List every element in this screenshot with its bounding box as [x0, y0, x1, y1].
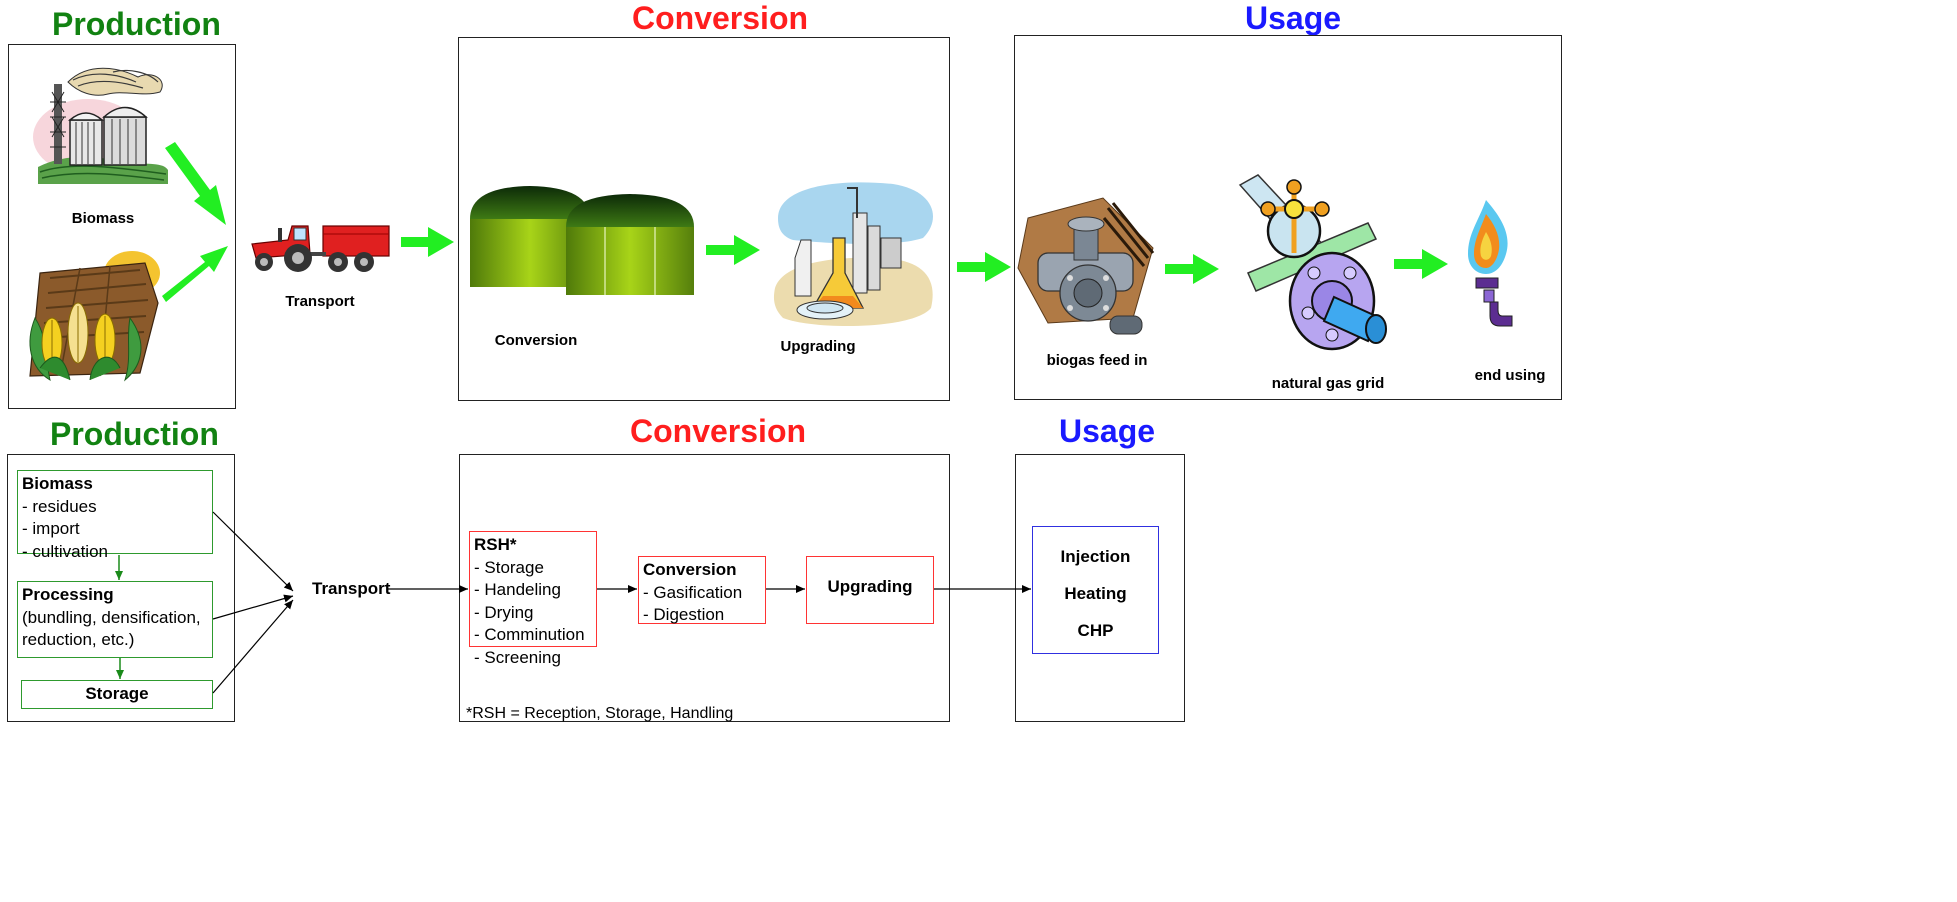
usage-box: Injection Heating CHP: [1032, 526, 1159, 654]
caption-upgrading: Upgrading: [780, 338, 856, 355]
rsh-line: - Screening: [474, 647, 561, 667]
usage-injection: Injection: [1060, 547, 1131, 566]
biomass-line: - residues: [22, 496, 97, 516]
gas-flame-icon: [1468, 200, 1513, 327]
pipeline-valve-icon: [1238, 174, 1387, 351]
caption-end-using: end using: [1474, 367, 1546, 384]
flow-arrow: [212, 599, 294, 694]
valve-icon: [1017, 197, 1155, 335]
biomass-box: Biomass - residues - import - cultivatio…: [17, 470, 213, 561]
caption-transport: Transport: [285, 293, 355, 310]
biomass-line: - import: [22, 519, 80, 538]
usage-heating: Heating: [1064, 584, 1127, 603]
flow-arrow: [212, 511, 294, 592]
transport-label: Transport: [312, 579, 391, 598]
rsh-line: - Drying: [474, 602, 534, 622]
top-usage-title: Usage: [1245, 0, 1342, 36]
bottom-usage-title: Usage: [1059, 413, 1156, 449]
flow-arrow: [401, 227, 454, 257]
flow-arrow: [1394, 249, 1448, 279]
caption-natural-gas-grid: natural gas grid: [1271, 375, 1385, 392]
flow-arrow: [165, 142, 226, 225]
rsh-box-heading: RSH*: [474, 535, 517, 554]
conversion-line: - Digestion: [643, 605, 725, 624]
storage-box: Storage: [21, 680, 213, 709]
processing-line: reduction, etc.): [22, 630, 135, 649]
rsh-line: - Comminution: [474, 625, 585, 644]
processing-box: Processing (bundling, densification, red…: [17, 581, 213, 658]
top-conversion-title: Conversion: [632, 0, 809, 36]
rsh-line: - Storage: [474, 557, 544, 577]
digester-tanks-icon: [470, 186, 694, 295]
conversion-line: - Gasification: [643, 582, 743, 602]
flow-arrow: [957, 252, 1011, 282]
conversion-box-heading: Conversion: [643, 560, 737, 579]
storage-box-heading: Storage: [85, 684, 149, 703]
flow-arrow: [1165, 254, 1219, 284]
flow-arrow: [212, 594, 294, 620]
factory-icon: [33, 67, 168, 184]
caption-biogas-feed-in: biogas feed in: [1046, 352, 1148, 369]
tractor-icon: [251, 225, 390, 272]
crop-field-icon: [29, 251, 160, 382]
rsh-footnote: *RSH = Reception, Storage, Handling: [466, 705, 734, 722]
rsh-box: RSH* - Storage - Handeling - Drying - Co…: [469, 531, 597, 667]
flow-arrow: [162, 246, 228, 302]
flow-arrow: [706, 235, 760, 265]
biomass-box-heading: Biomass: [22, 474, 93, 493]
bottom-conversion-title: Conversion: [630, 413, 807, 449]
upgrading-box: Upgrading: [806, 556, 934, 624]
top-production-title: Production: [52, 6, 221, 42]
caption-conversion: Conversion: [494, 332, 578, 349]
caption-biomass: Biomass: [71, 210, 135, 227]
usage-chp: CHP: [1077, 621, 1114, 640]
processing-box-heading: Processing: [22, 585, 114, 604]
biomass-line: - cultivation: [22, 541, 108, 561]
conversion-box: Conversion - Gasification - Digestion: [638, 556, 766, 624]
bottom-production-title: Production: [50, 416, 219, 452]
lab-flask-icon: [773, 182, 933, 327]
processing-line: (bundling, densification,: [22, 607, 201, 627]
rsh-line: - Handeling: [474, 580, 561, 599]
upgrading-box-heading: Upgrading: [827, 577, 913, 596]
